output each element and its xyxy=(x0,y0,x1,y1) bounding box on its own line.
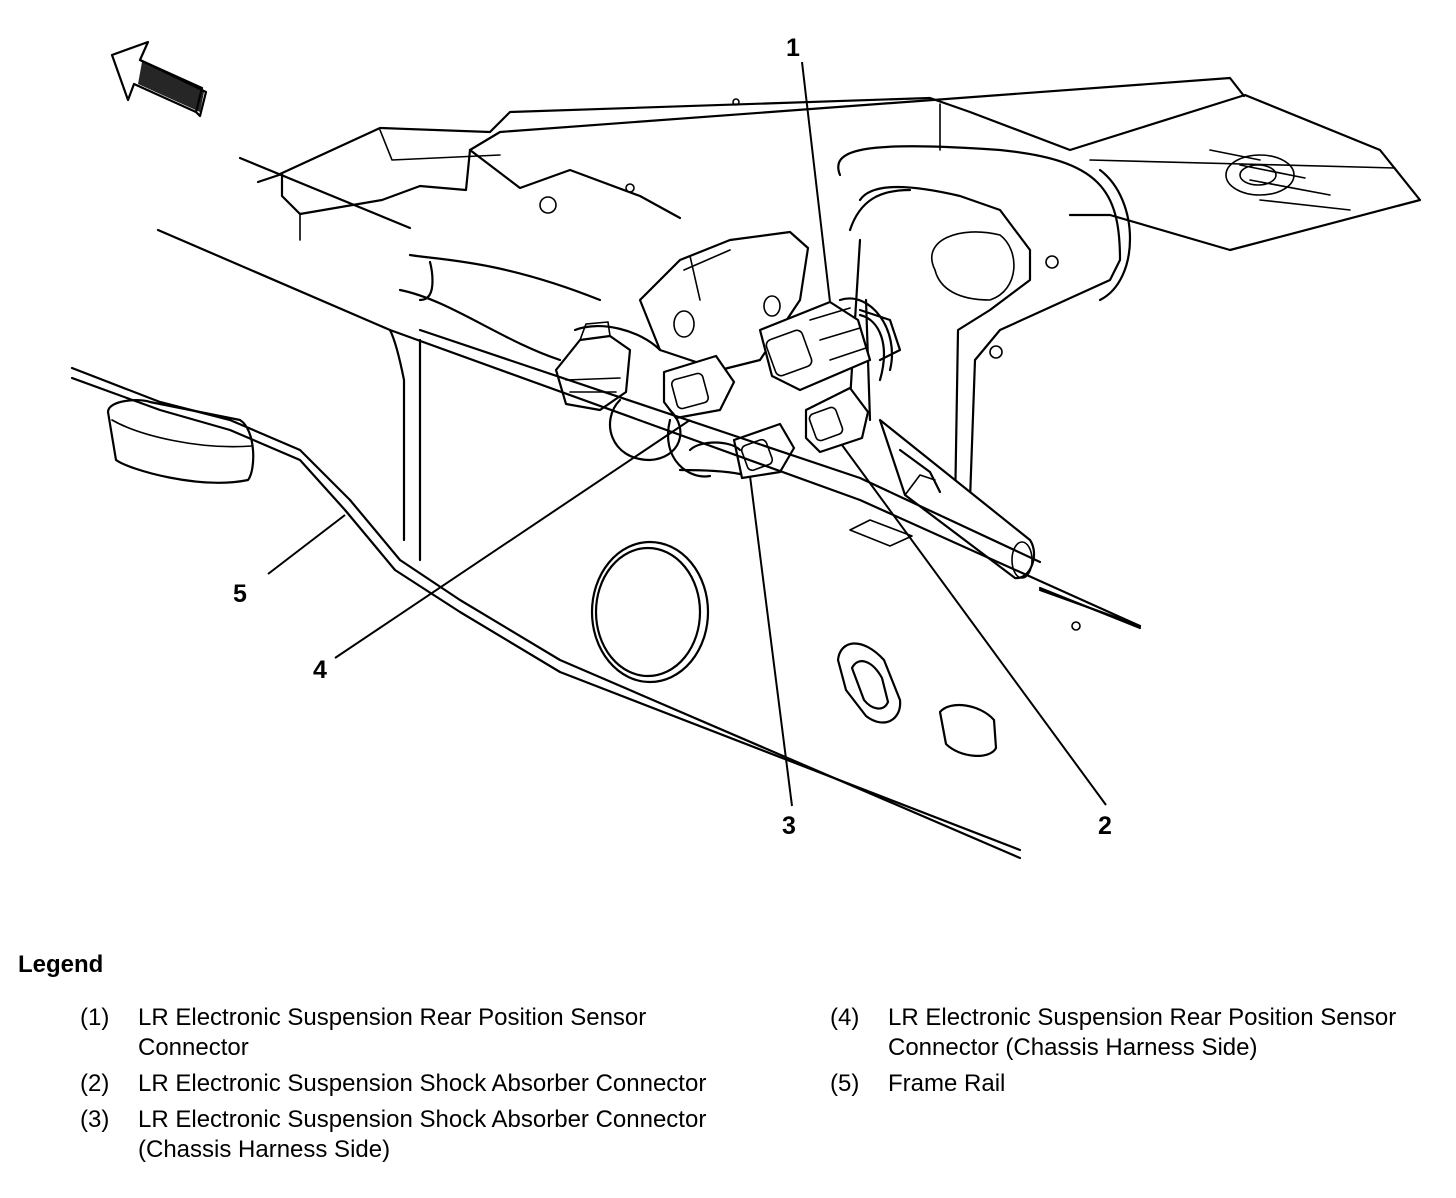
legend-item-3: (3) LR Electronic Suspension Shock Absor… xyxy=(80,1105,720,1165)
frame-access-hole xyxy=(590,540,710,684)
rubber-bumper xyxy=(106,399,255,484)
legend-column-right: (4) LR Electronic Suspension Rear Positi… xyxy=(830,1003,1450,1105)
legend-item-number: (2) xyxy=(80,1070,110,1097)
callout-3: 3 xyxy=(782,812,796,840)
callout-2: 2 xyxy=(1098,812,1112,840)
legend-title: Legend xyxy=(18,951,104,978)
wiring-harness xyxy=(398,253,1036,580)
legend-item-number: (4) xyxy=(830,1004,860,1031)
legend-item-text: LR Electronic Suspension Rear Position S… xyxy=(888,1004,1397,1061)
frame-rail-diagram: 1 2 3 4 5 xyxy=(70,34,1422,860)
forward-direction-arrow-icon xyxy=(110,40,208,118)
legend-item-4: (4) LR Electronic Suspension Rear Positi… xyxy=(830,1003,1450,1063)
frame-slot-holes xyxy=(836,642,998,757)
connector-1 xyxy=(758,300,902,392)
callout-5: 5 xyxy=(233,580,247,608)
legend-item-text: LR Electronic Suspension Shock Absorber … xyxy=(138,1106,707,1163)
crossmember xyxy=(256,76,1422,252)
legend-item-number: (1) xyxy=(80,1004,110,1031)
callout-1: 1 xyxy=(786,34,800,62)
legend-item-text: LR Electronic Suspension Shock Absorber … xyxy=(138,1070,707,1097)
harness-clip xyxy=(554,321,632,412)
connector-2 xyxy=(804,386,870,454)
legend: Legend (1) LR Electronic Suspension Rear… xyxy=(0,945,1456,1198)
legend-item-text: LR Electronic Suspension Rear Position S… xyxy=(138,1004,647,1061)
connector-4 xyxy=(608,354,736,478)
legend-item-2: (2) LR Electronic Suspension Shock Absor… xyxy=(80,1069,720,1099)
legend-item-number: (5) xyxy=(830,1070,860,1097)
legend-column-left: (1) LR Electronic Suspension Rear Positi… xyxy=(80,1003,720,1171)
shock-mount-bracket xyxy=(837,145,1132,512)
callout-4: 4 xyxy=(313,656,327,684)
legend-item-5: (5) Frame Rail xyxy=(830,1069,1450,1099)
legend-item-text: Frame Rail xyxy=(888,1070,1006,1097)
legend-item-1: (1) LR Electronic Suspension Rear Positi… xyxy=(80,1003,720,1063)
legend-item-number: (3) xyxy=(80,1106,110,1133)
